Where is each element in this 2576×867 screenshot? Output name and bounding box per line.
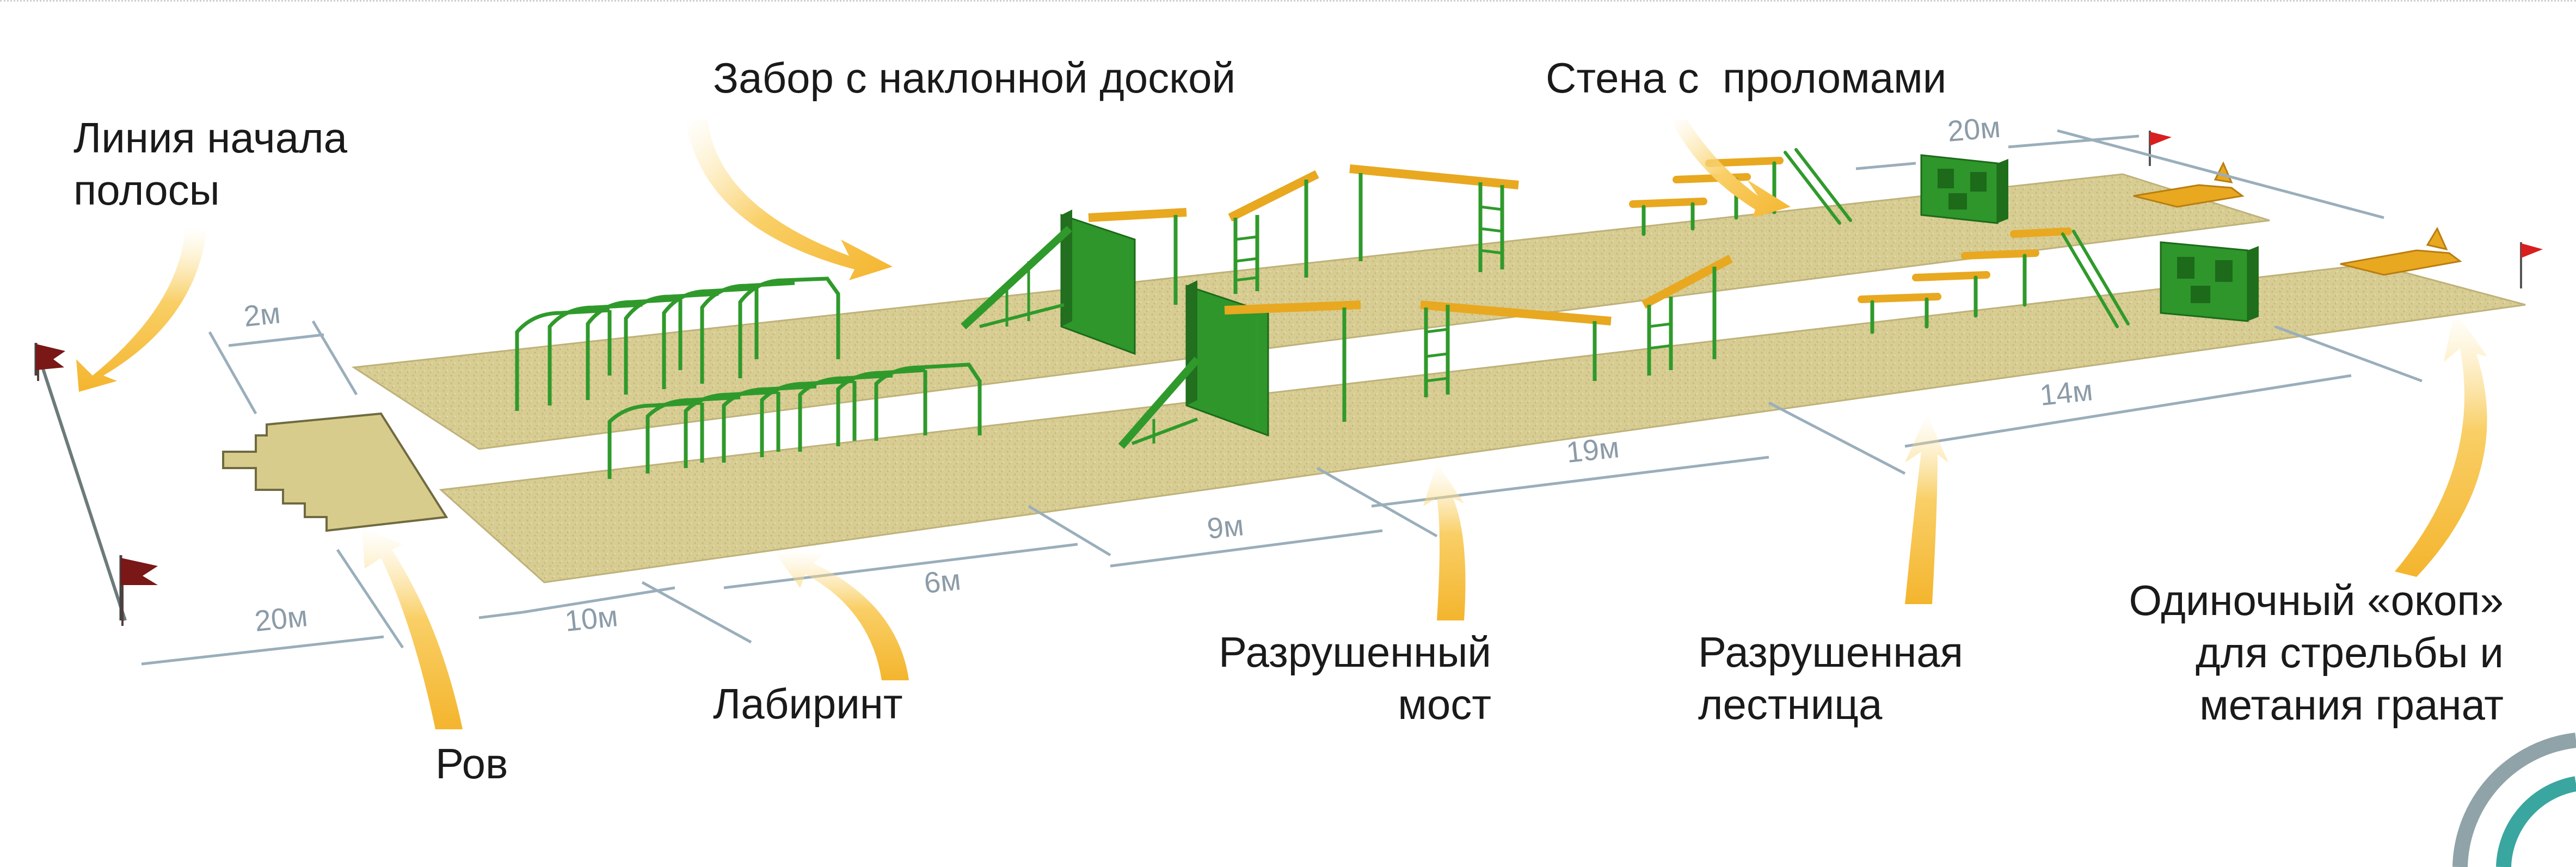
dim-9m: 9м [1206,509,1245,545]
label-ladder: Разрушенная лестница [1698,628,1963,728]
pointer-arrow [1905,414,1948,604]
wall-front [2160,241,2259,322]
pointer-arrow [76,229,207,392]
dim-6m: 6м [923,563,962,600]
pointer-arrow [362,528,463,729]
fence-front [1118,280,1361,449]
pointer-arrow [773,550,909,680]
pointer-arrow [686,120,893,280]
trench-back [2133,161,2245,208]
start-line [36,353,127,626]
label-wall: Стена с проломами [1546,54,1947,102]
flag-icon [2520,242,2543,288]
ditch-platform [222,412,448,532]
dim-19m: 19м [1565,431,1621,469]
fence-back [961,208,1187,355]
flag-icon [34,343,65,376]
dim-2m: 2м [242,297,282,333]
dim-20m-left: 20м [253,600,309,638]
maze-front [607,362,982,479]
wall-back [1920,154,2008,224]
dimension-lines [141,129,2423,666]
label-ditch: Ров [435,740,508,788]
flag-icon [2149,131,2172,166]
dim-14m: 14м [2038,374,2094,412]
pointer-arrow [2395,310,2487,577]
pointer-arrow [1671,120,1791,218]
label-start-line: Линия начала полосы [73,114,347,214]
ladder-front [1858,227,2130,334]
label-maze: Лабиринт [713,680,903,728]
label-bridge: Разрушенный мост [1219,628,1491,728]
label-trench: Одиночный «окоп» для стрельбы и метания … [2129,576,2504,729]
flag-icon [119,555,158,620]
dim-10m: 10м [563,600,619,638]
maze-back [515,276,840,411]
dim-20m-top: 20м [1946,111,2002,148]
corner-logo [2452,733,2576,867]
bridge-front [1420,254,1733,397]
pointer-arrow [1423,463,1466,620]
label-fence: Забор с наклонной доской [713,54,1236,102]
trench-front [2340,226,2462,276]
lane-front [439,263,2526,583]
bridge-back [1228,164,1519,294]
top-border-line [0,0,2576,5]
